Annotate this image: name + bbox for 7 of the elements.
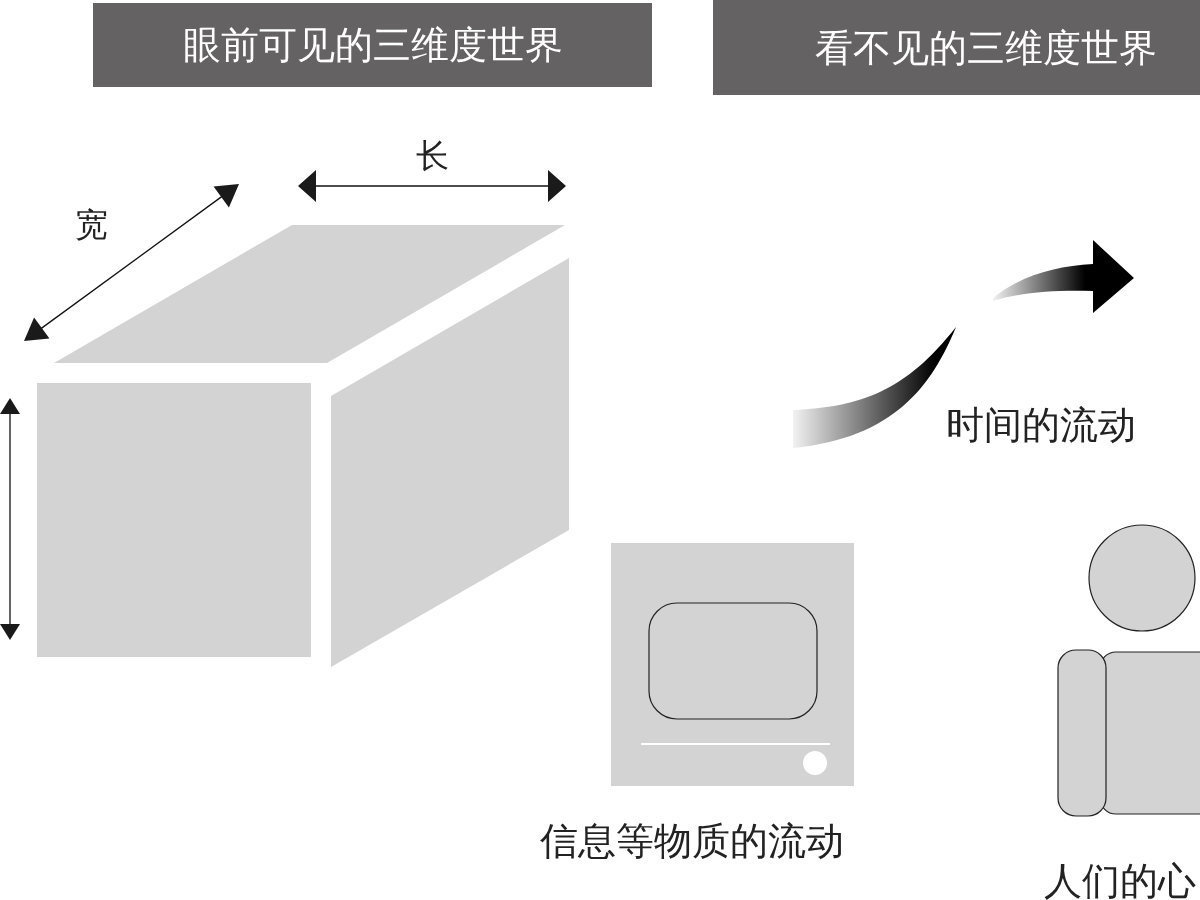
caption: 信息等物质的流动 <box>540 822 844 860</box>
dimension-label: 长 <box>416 139 449 172</box>
title-banner: 眼前可见的三维度世界 <box>93 3 652 87</box>
dimension-label: 宽 <box>75 208 108 241</box>
caption: 人们的心 <box>1044 862 1196 900</box>
caption: 时间的流动 <box>946 406 1136 444</box>
title-banner: 看不见的三维度世界 <box>713 0 1200 95</box>
